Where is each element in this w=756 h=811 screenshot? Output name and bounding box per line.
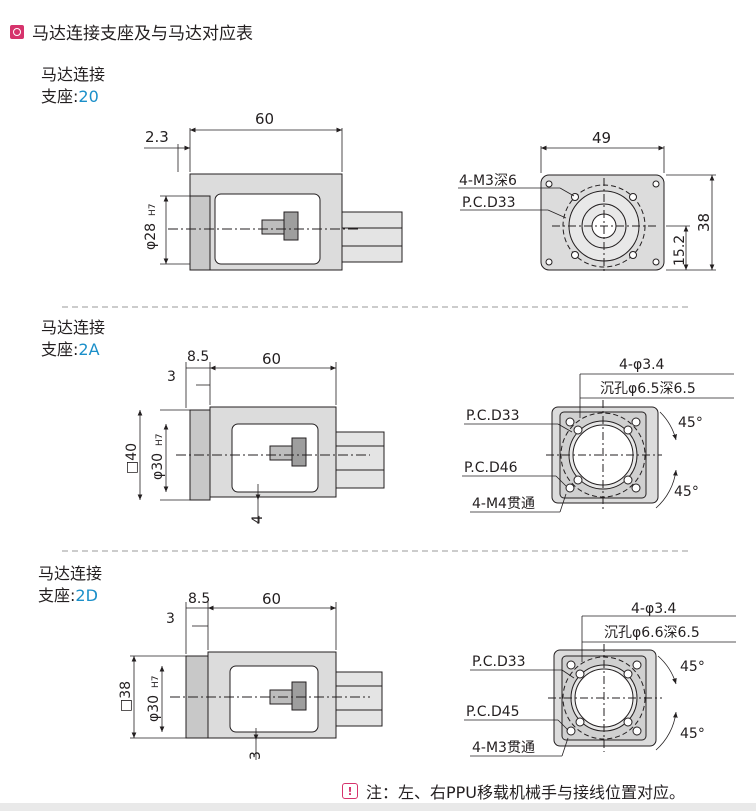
dim-bottom: 4: [250, 515, 266, 524]
footer-bar: [0, 803, 756, 811]
section-label-2d: 马达连接 支座:2D: [38, 564, 103, 605]
callout-pcd-inner: P.C.D33: [466, 408, 520, 424]
dim-length: 60: [262, 350, 281, 368]
exclamation-icon: !: [342, 783, 358, 799]
dim-bottom: 3: [248, 751, 264, 760]
callout-pcd: P.C.D33: [462, 195, 516, 211]
callout-counterbore: 沉孔φ6.5深6.5: [600, 381, 696, 397]
model-code: 2D: [75, 586, 98, 605]
dim-square: □40: [124, 443, 140, 474]
dim-width: 49: [592, 129, 611, 147]
callout-pcd-inner: P.C.D33: [472, 654, 526, 670]
dim-small: 3: [167, 369, 176, 385]
front-view-20: [540, 174, 665, 274]
circle-bullet-icon: [10, 24, 24, 39]
dim-height: 38: [695, 213, 713, 232]
dim-center-height: 15.2: [672, 235, 688, 266]
side-view-2a: [176, 406, 385, 501]
callout-pcd-outer: P.C.D46: [464, 460, 518, 476]
dim-small: 3: [166, 611, 175, 627]
footnote-text: 注：左、右PPU移载机械手与接线位置对应。: [366, 783, 686, 802]
dim-offset: 2.3: [145, 128, 169, 146]
callout-holes: 4-φ3.4: [631, 601, 677, 617]
dim-bore-tolerance: H7: [151, 676, 161, 689]
footnote: ! 注：左、右PPU移载机械手与接线位置对应。: [342, 779, 685, 803]
dim-bore-tolerance: H7: [148, 204, 158, 217]
dim-length: 60: [255, 110, 274, 128]
model-code: 20: [78, 87, 99, 106]
dim-bore-tolerance: H7: [155, 434, 165, 447]
callout-screw: 4-M3贯通: [472, 740, 535, 756]
side-view-20: [168, 173, 403, 271]
dim-square: □38: [118, 681, 134, 712]
dim-bore: φ30: [146, 695, 162, 722]
dim-offset: 8.5: [188, 591, 210, 607]
dim-offset: 8.5: [187, 349, 209, 365]
angle-top: 45°: [678, 415, 703, 431]
callout-screw: 4-M4贯通: [472, 496, 535, 512]
callout-screw: 4-M3深6: [459, 173, 517, 189]
callout-pcd-outer: P.C.D45: [466, 704, 520, 720]
callout-counterbore: 沉孔φ6.6深6.5: [604, 625, 700, 641]
section-header: 马达连接支座及与马达对应表: [10, 19, 253, 44]
angle-bottom: 45°: [674, 484, 699, 500]
dim-bore: φ30: [150, 453, 166, 480]
dim-bore: φ28: [143, 223, 159, 250]
callout-holes: 4-φ3.4: [619, 357, 665, 373]
dim-length: 60: [262, 590, 281, 608]
angle-bottom: 45°: [680, 726, 705, 742]
model-code: 2A: [78, 340, 100, 359]
page-title: 马达连接支座及与马达对应表: [32, 24, 253, 44]
side-view-2d: [170, 651, 383, 739]
front-view-2d: [548, 644, 662, 752]
section-label-20: 马达连接 支座:20: [41, 65, 106, 106]
front-view-2a: [546, 400, 662, 510]
angle-top: 45°: [680, 659, 705, 675]
section-label-2a: 马达连接 支座:2A: [41, 318, 106, 359]
